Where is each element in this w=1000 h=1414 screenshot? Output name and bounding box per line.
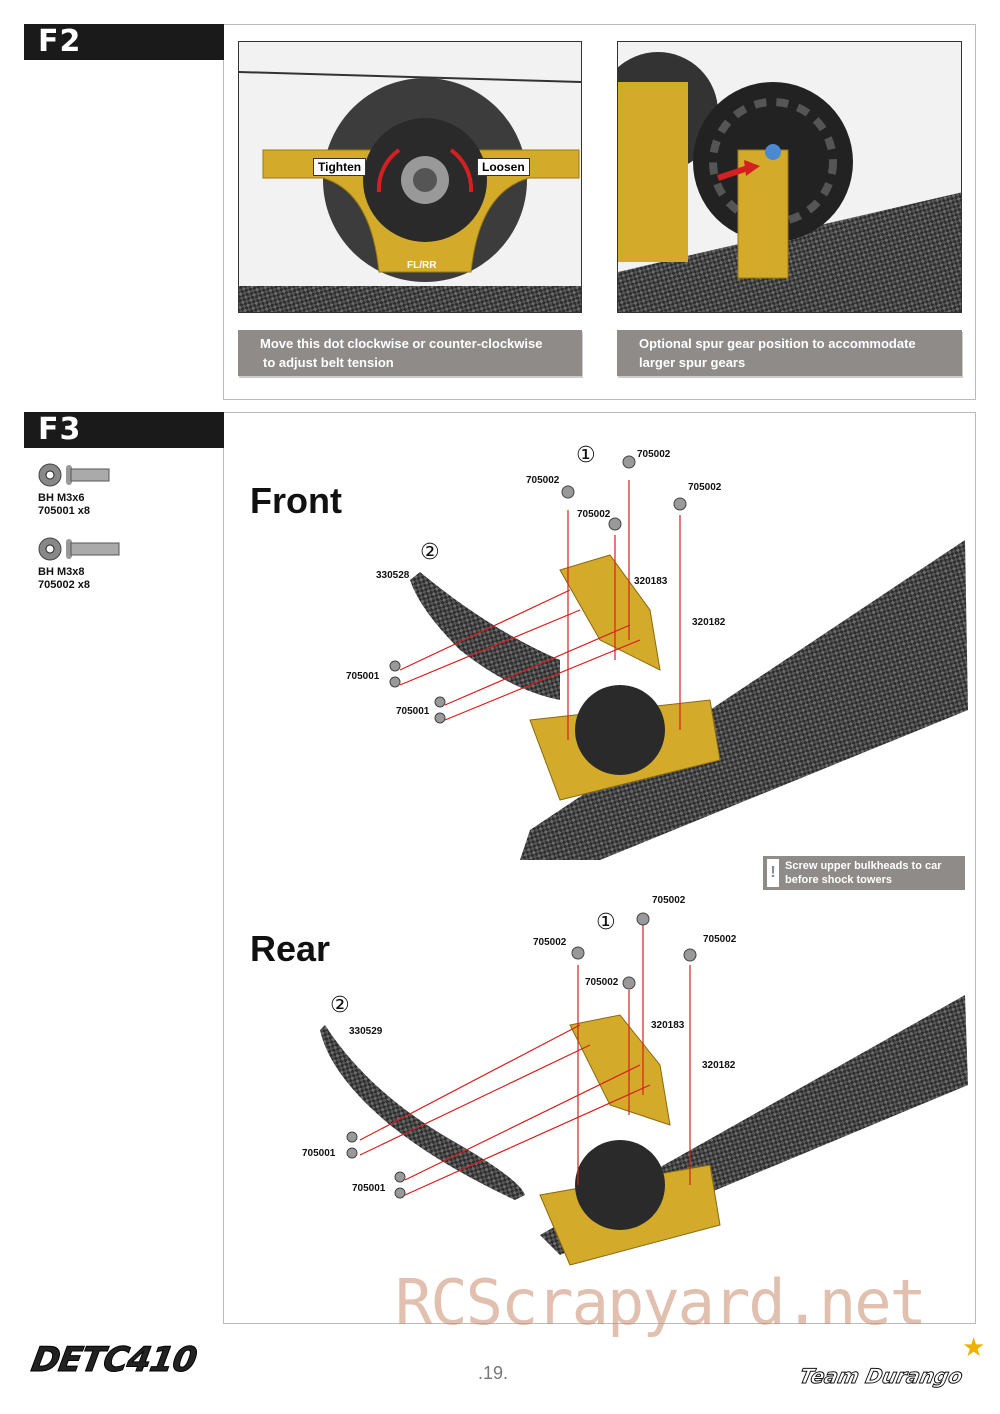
note-line: before shock towers (785, 874, 892, 886)
spur-gear-illustration (618, 52, 961, 312)
spur-gear-caption: Optional spur gear position to accommoda… (617, 330, 962, 376)
detc410-logo: DETC410 (28, 1340, 200, 1381)
part-label: 705002 (637, 449, 671, 460)
hardware-name: BH M3x8 (38, 566, 85, 578)
spur-gear-photo (617, 41, 962, 313)
rear-title: Rear (250, 928, 331, 969)
rear-assembly-diagram (320, 912, 968, 1266)
caption-line: larger spur gears (639, 355, 746, 370)
rear-step-1: ① (596, 910, 616, 935)
part-label: 330529 (349, 1026, 383, 1037)
fl-rr-marking: FL/RR (407, 260, 437, 271)
team-durango-logo: Team Durango (797, 1364, 966, 1389)
star-icon: ★ (962, 1333, 986, 1363)
part-label: 705002 (577, 509, 611, 520)
belt-tension-illustration (239, 71, 581, 312)
caption-line: to adjust belt tension (263, 355, 394, 370)
part-label: 705002 (652, 895, 686, 906)
part-label: 320182 (702, 1060, 736, 1071)
belt-tension-caption: Move this dot clockwise or counter-clock… (238, 330, 582, 376)
part-label: 320183 (634, 576, 668, 587)
note-line: Screw upper bulkheads to car (785, 860, 942, 872)
part-label: 330528 (376, 570, 410, 581)
button-head-screw-icon (38, 537, 120, 561)
f3-step-header: F3 (24, 412, 224, 448)
f3-left-column (24, 448, 224, 1324)
part-label: 705002 (585, 977, 619, 988)
bulkhead-note: ! Screw upper bulkheads to car before sh… (763, 856, 965, 890)
button-head-screw-icon (38, 463, 110, 487)
caption-line: Move this dot clockwise or counter-clock… (260, 336, 543, 351)
exclamation-icon: ! (767, 859, 779, 887)
hardware-part: 705002 x8 (38, 579, 90, 591)
page-number: .19. (478, 1363, 509, 1383)
front-step-1: ① (576, 443, 596, 468)
part-label: 705002 (688, 482, 722, 493)
front-assembly-diagram (389, 455, 968, 860)
f2-left-column (24, 60, 224, 400)
part-label: 705002 (703, 934, 737, 945)
part-label: 705002 (526, 475, 560, 486)
hardware-item: BH M3x8 705002 x8 (38, 536, 128, 591)
part-label: 320183 (651, 1020, 685, 1031)
hardware-part: 705001 x8 (38, 505, 90, 517)
part-label: 705001 (346, 671, 380, 682)
loosen-label: Loosen (477, 158, 530, 176)
tighten-label: Tighten (313, 158, 367, 176)
part-label: 705001 (352, 1183, 386, 1194)
front-title: Front (250, 480, 342, 521)
f2-step-header: F2 (24, 24, 224, 60)
hardware-item: BH M3x6 705001 x8 (38, 462, 128, 536)
front-step-2: ② (420, 540, 440, 565)
hardware-list: BH M3x6 705001 x8 BH M3x8 705002 x8 (38, 462, 128, 591)
part-label: 320182 (692, 617, 726, 628)
part-label: 705001 (302, 1148, 336, 1159)
hardware-name: BH M3x6 (38, 492, 85, 504)
rear-step-2: ② (330, 993, 350, 1018)
caption-line: Optional spur gear position to accommoda… (639, 336, 916, 351)
belt-tension-photo: Tighten Loosen FL/RR (238, 41, 582, 313)
watermark: RCScrapyard.net (395, 1266, 927, 1339)
part-label: 705001 (396, 706, 430, 717)
part-label: 705002 (533, 937, 567, 948)
